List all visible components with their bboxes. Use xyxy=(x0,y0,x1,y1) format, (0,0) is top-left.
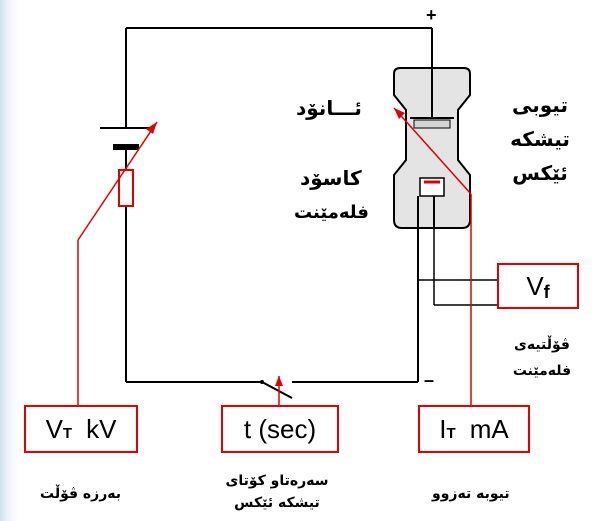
tube-current-subscript: T xyxy=(446,424,456,442)
filament-voltage-subscript: f xyxy=(543,281,550,302)
tube-current-unit: mA xyxy=(469,413,509,444)
tube-current-symbol: I xyxy=(439,413,447,444)
background-shade xyxy=(0,0,22,521)
negative-sign: – xyxy=(424,370,435,390)
circuit-wires xyxy=(125,27,433,383)
filament-voltage-caption-line-1: ڤۆڵتیەی xyxy=(514,337,570,353)
xray-tube xyxy=(393,67,471,229)
tube-current-caption: تیوبە تەزوو xyxy=(432,486,510,502)
filament-voltage-symbol: V xyxy=(526,270,544,301)
tube-title-line-3: ئێکس xyxy=(512,161,568,185)
tube-title: تیوبی تیشکە ئێکس xyxy=(495,88,585,190)
time-box: t (sec) xyxy=(221,405,339,453)
filament-leads xyxy=(418,228,497,306)
filament-voltage-caption: ڤۆڵتیەی فلەمێنت xyxy=(502,332,582,384)
time-text: t (sec) xyxy=(243,413,317,444)
anode-label: ئـــانۆد xyxy=(296,96,362,120)
positive-sign: + xyxy=(426,5,437,25)
time-caption-line-2: تیشکە ئێکس xyxy=(234,495,320,511)
pointer-arrowheads xyxy=(146,108,405,386)
tube-title-line-2: تیشکە xyxy=(510,127,570,151)
tube-voltage-unit: kV xyxy=(86,413,117,444)
cathode-label: کاسۆد xyxy=(300,166,362,190)
time-caption-line-1: سەرەتاو کۆتای xyxy=(225,473,329,489)
tube-voltage-subscript: T xyxy=(62,424,73,442)
tube-voltage-caption: بەرزە ڤۆڵت xyxy=(40,486,122,502)
filament-voltage-caption-line-2: فلەمێنت xyxy=(512,363,572,379)
battery-symbol xyxy=(100,127,152,150)
switch-symbol xyxy=(260,380,293,399)
time-caption: سەرەتاو کۆتای تیشکە ئێکس xyxy=(218,470,336,514)
tube-voltage-symbol: V xyxy=(45,413,63,444)
pointer-lines xyxy=(77,107,472,405)
tube-title-line-1: تیوبی xyxy=(512,93,568,117)
resistor-symbol xyxy=(118,169,134,207)
filament-label: فلەمێنت xyxy=(294,202,369,223)
